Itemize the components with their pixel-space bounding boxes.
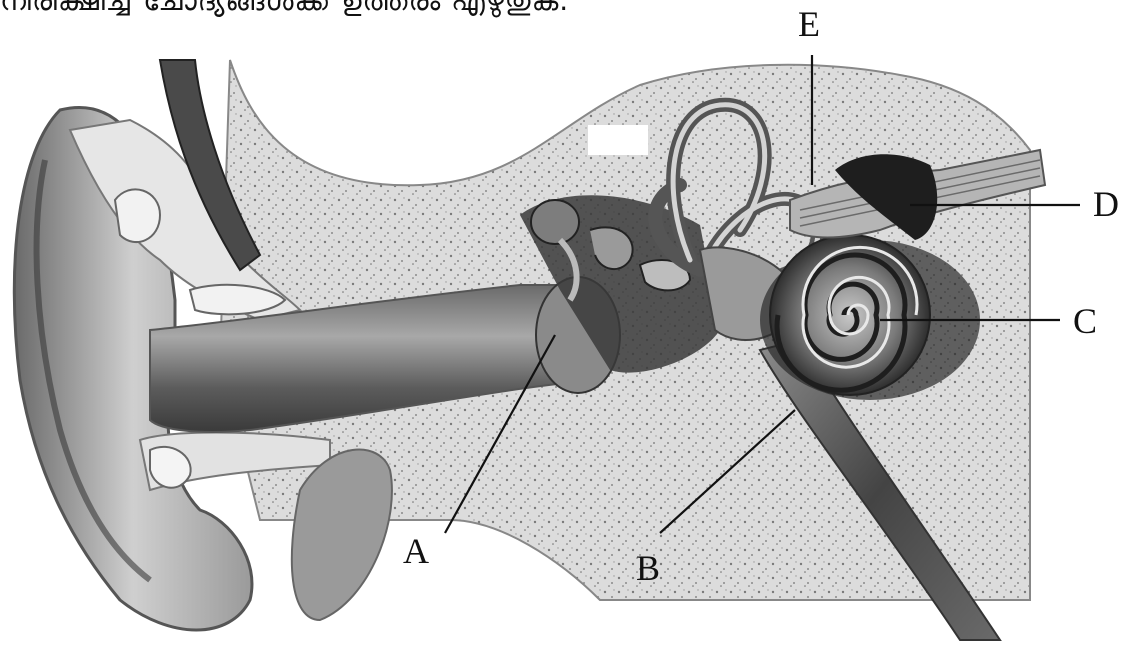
label-b: B — [636, 548, 660, 588]
label-a: A — [403, 531, 429, 571]
label-d: D — [1093, 184, 1119, 224]
label-c: C — [1073, 301, 1097, 341]
redaction-box — [588, 125, 648, 155]
label-e: E — [798, 4, 820, 44]
cochlea — [770, 235, 930, 395]
cartilage-blob-1 — [115, 189, 160, 242]
